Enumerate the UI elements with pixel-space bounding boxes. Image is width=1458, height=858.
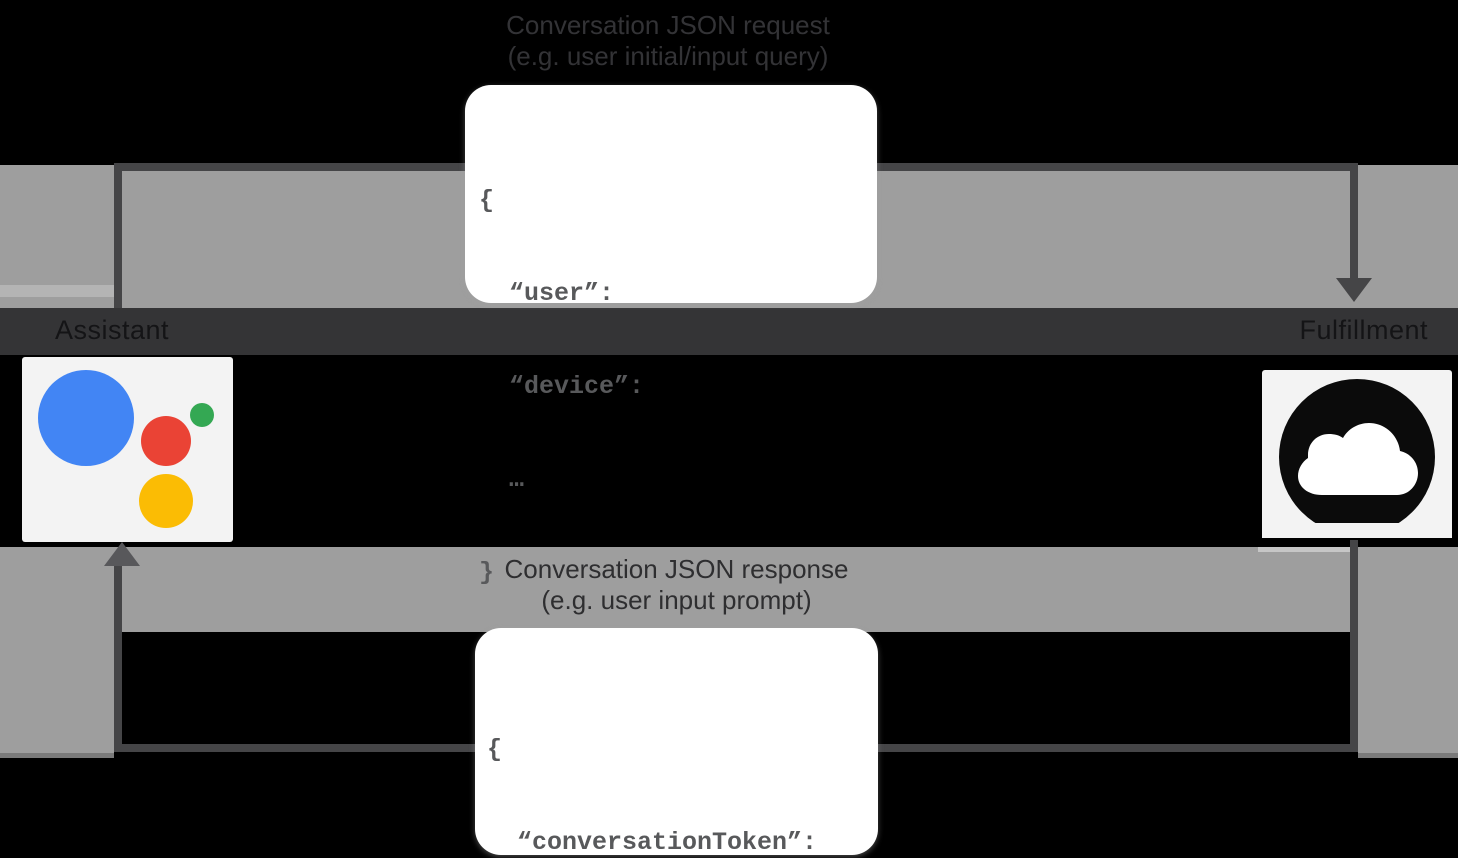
request-arrow-start-segment <box>114 163 122 308</box>
cloud-icon-flat-bottom <box>1262 523 1452 538</box>
request-band-highlight <box>0 285 114 297</box>
response-title-line1: Conversation JSON response <box>504 554 849 584</box>
fulfillment-tile <box>1262 370 1452 538</box>
response-band-right-edge <box>1358 753 1458 758</box>
assistant-label: Assistant <box>55 315 170 345</box>
response-arrow-elbow-segment <box>114 560 122 752</box>
response-json-panel: { “conversationToken”: “userStorage”: … … <box>475 628 878 858</box>
response-band <box>0 547 1458 632</box>
request-arrowhead-down-icon <box>1336 278 1372 302</box>
assistant-red-circle <box>141 416 191 466</box>
response-band-right-column <box>1358 547 1458 758</box>
cloud-fulfillment-icon <box>1262 379 1452 538</box>
request-json-code: { “user”: “device”: … } <box>465 85 877 650</box>
response-json-code: { “conversationToken”: “userStorage”: … … <box>475 628 878 858</box>
cloud-glyph <box>1298 423 1418 495</box>
assistant-tile <box>22 357 233 542</box>
fulfillment-label: Fulfillment <box>1299 315 1428 345</box>
fulfillment-tile-underline <box>1258 547 1356 552</box>
request-json-panel: { “user”: “device”: … } <box>465 85 877 587</box>
code-line: … <box>479 465 525 494</box>
code-line: } <box>479 558 495 587</box>
code-line: “device”: <box>479 372 645 401</box>
assistant-blue-circle <box>38 370 134 466</box>
response-arrow-start-segment <box>1350 540 1358 752</box>
request-title-line2: (e.g. user initial/input query) <box>507 41 829 71</box>
request-title: Conversation JSON request (e.g. user ini… <box>400 10 936 72</box>
assistant-yellow-circle <box>139 474 193 528</box>
response-title-line2: (e.g. user input prompt) <box>541 585 812 615</box>
response-arrowhead-up-icon <box>104 542 140 566</box>
code-line: “user”: <box>479 279 615 308</box>
code-line: { <box>479 186 495 215</box>
code-line: “conversationToken”: <box>487 828 818 857</box>
response-band-left-edge <box>0 753 114 758</box>
response-title: Conversation JSON response (e.g. user in… <box>400 554 953 616</box>
response-band-left-column <box>0 547 114 758</box>
request-title-line1: Conversation JSON request <box>506 10 830 40</box>
request-arrow-elbow-segment <box>1350 163 1358 281</box>
actor-label-strip: Assistant Fulfillment <box>0 308 1458 355</box>
google-assistant-logo <box>38 370 214 528</box>
assistant-green-circle <box>190 403 214 427</box>
code-line: { <box>487 735 503 764</box>
